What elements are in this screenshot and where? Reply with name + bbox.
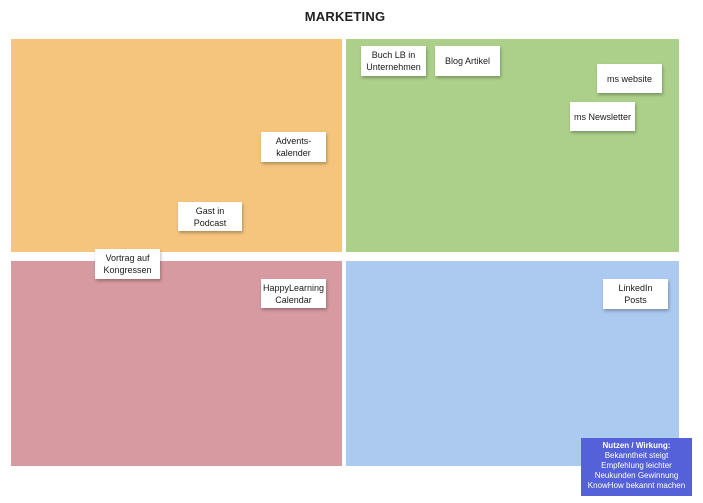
sticky-note-linkedin-posts[interactable]: LinkedIn Posts	[603, 279, 668, 309]
sticky-note-happylearning-calendar[interactable]: HappyLearning Calendar	[261, 279, 326, 308]
sticky-note-adventskalender[interactable]: Advents- kalender	[261, 132, 326, 162]
sticky-note-gast-in-podcast[interactable]: Gast in Podcast	[178, 202, 242, 231]
sticky-note-ms-website[interactable]: ms website	[597, 64, 662, 93]
info-box-title: Nutzen / Wirkung:	[602, 441, 671, 450]
sticky-note-blog-artikel[interactable]: Blog Artikel	[435, 46, 500, 76]
info-box-line: Neukunden Gewinnung	[594, 471, 679, 480]
info-box-line: Bekanntheit steigt	[604, 451, 669, 460]
sticky-note-ms-newsletter[interactable]: ms Newsletter	[570, 102, 635, 131]
benefit-info-box[interactable]: Nutzen / Wirkung: Bekanntheit steigt Emp…	[581, 438, 692, 496]
board-title: MARKETING	[304, 9, 386, 24]
info-box-line: Empfehlung leichter	[601, 461, 672, 470]
sticky-note-buch-lb[interactable]: Buch LB in Unternehmen	[361, 46, 426, 76]
sticky-note-vortrag-auf-kongressen[interactable]: Vortrag auf Kongressen	[95, 249, 160, 279]
info-box-line: KnowHow bekannt machen	[587, 481, 686, 490]
